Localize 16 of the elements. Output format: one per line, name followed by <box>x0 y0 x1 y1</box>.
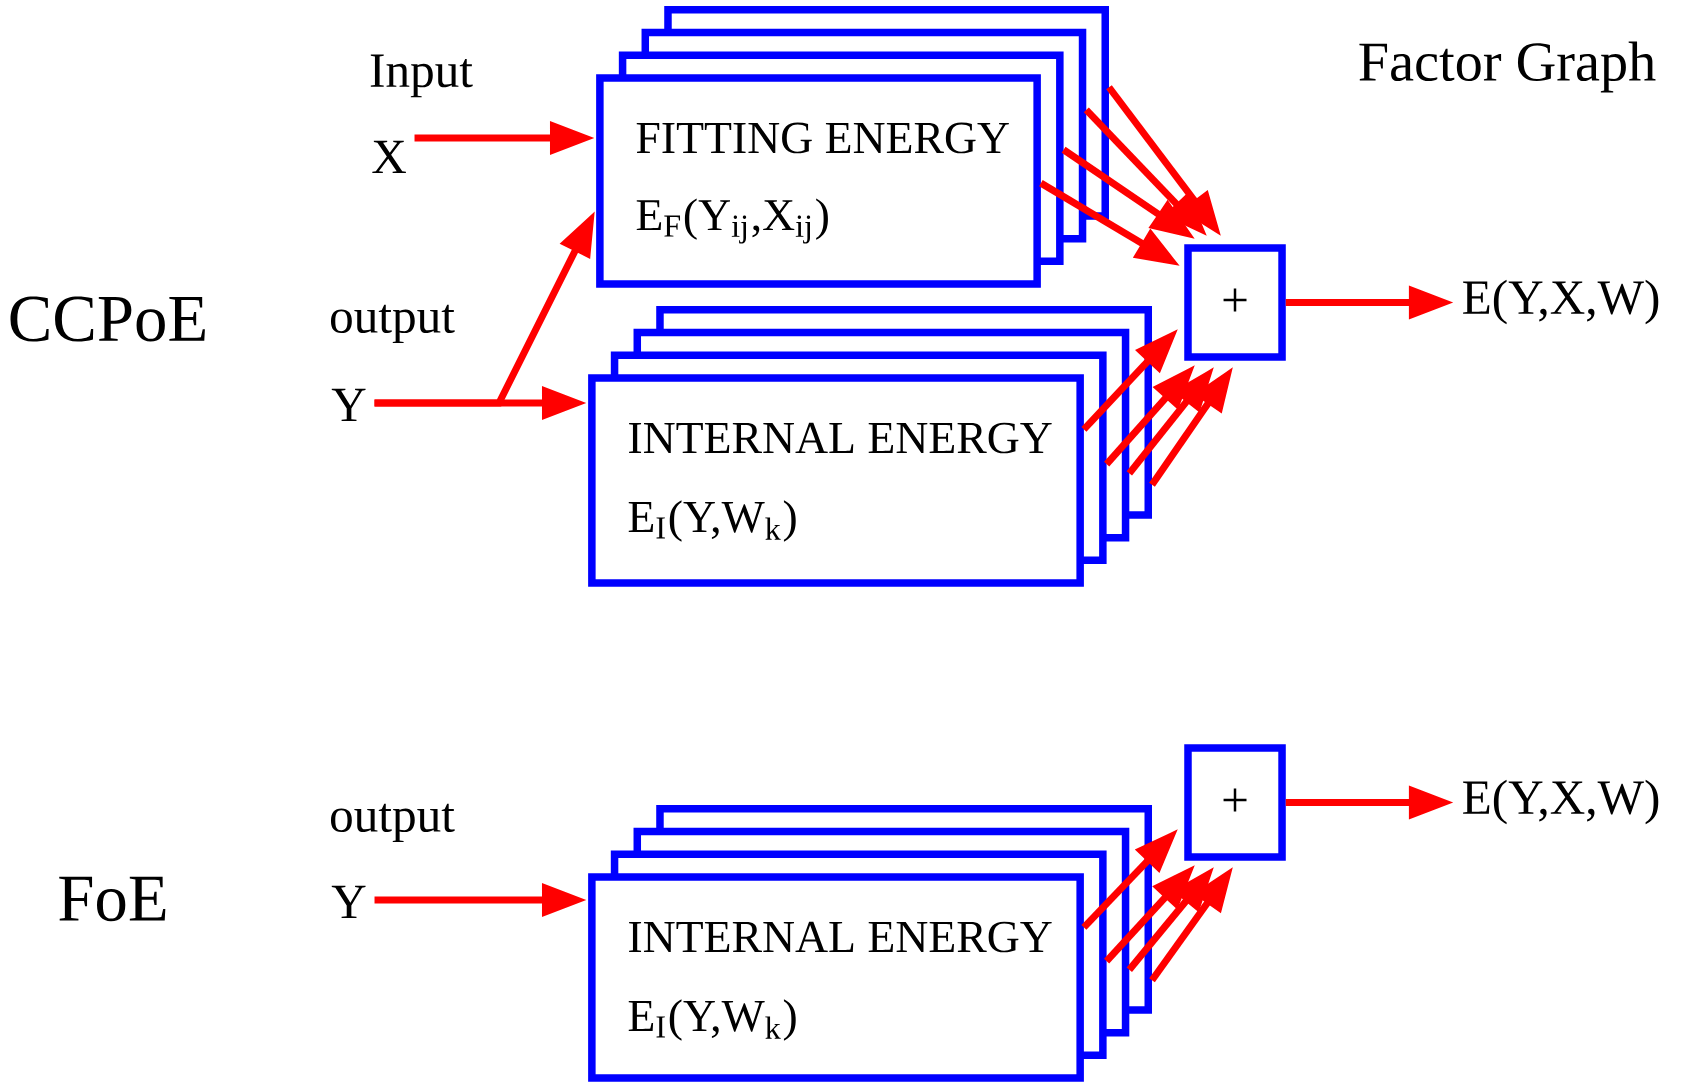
variable-label: Y <box>331 885 366 919</box>
heading: Factor Graph <box>1359 41 1656 93</box>
variable-label: X <box>372 140 406 174</box>
caption-text: output <box>330 803 455 843</box>
caption-text: output <box>330 304 455 344</box>
sum-box: + <box>1184 244 1286 361</box>
sum-box: + <box>1184 744 1286 861</box>
stacked-energy-boxes: INTERNAL ENERGY E$_{I}$(Y,W$_{k}$) <box>588 805 1152 1082</box>
variable-label: Y <box>331 388 366 422</box>
stacked-energy-boxes: INTERNAL ENERGY E$_{I}$(Y,W$_{k}$) <box>588 306 1152 587</box>
heading: FoE <box>59 876 166 922</box>
stacked-energy-boxes: FITTING ENERGY E$_{F}$(Y$_{ij}$,X$_{ij}$) <box>596 6 1109 288</box>
variable-label: E(Y,X,W) <box>1463 279 1659 325</box>
heading: CCPoE <box>10 296 205 342</box>
variable-label: E(Y,X,W) <box>1463 779 1659 825</box>
caption-text: Input <box>370 54 473 98</box>
